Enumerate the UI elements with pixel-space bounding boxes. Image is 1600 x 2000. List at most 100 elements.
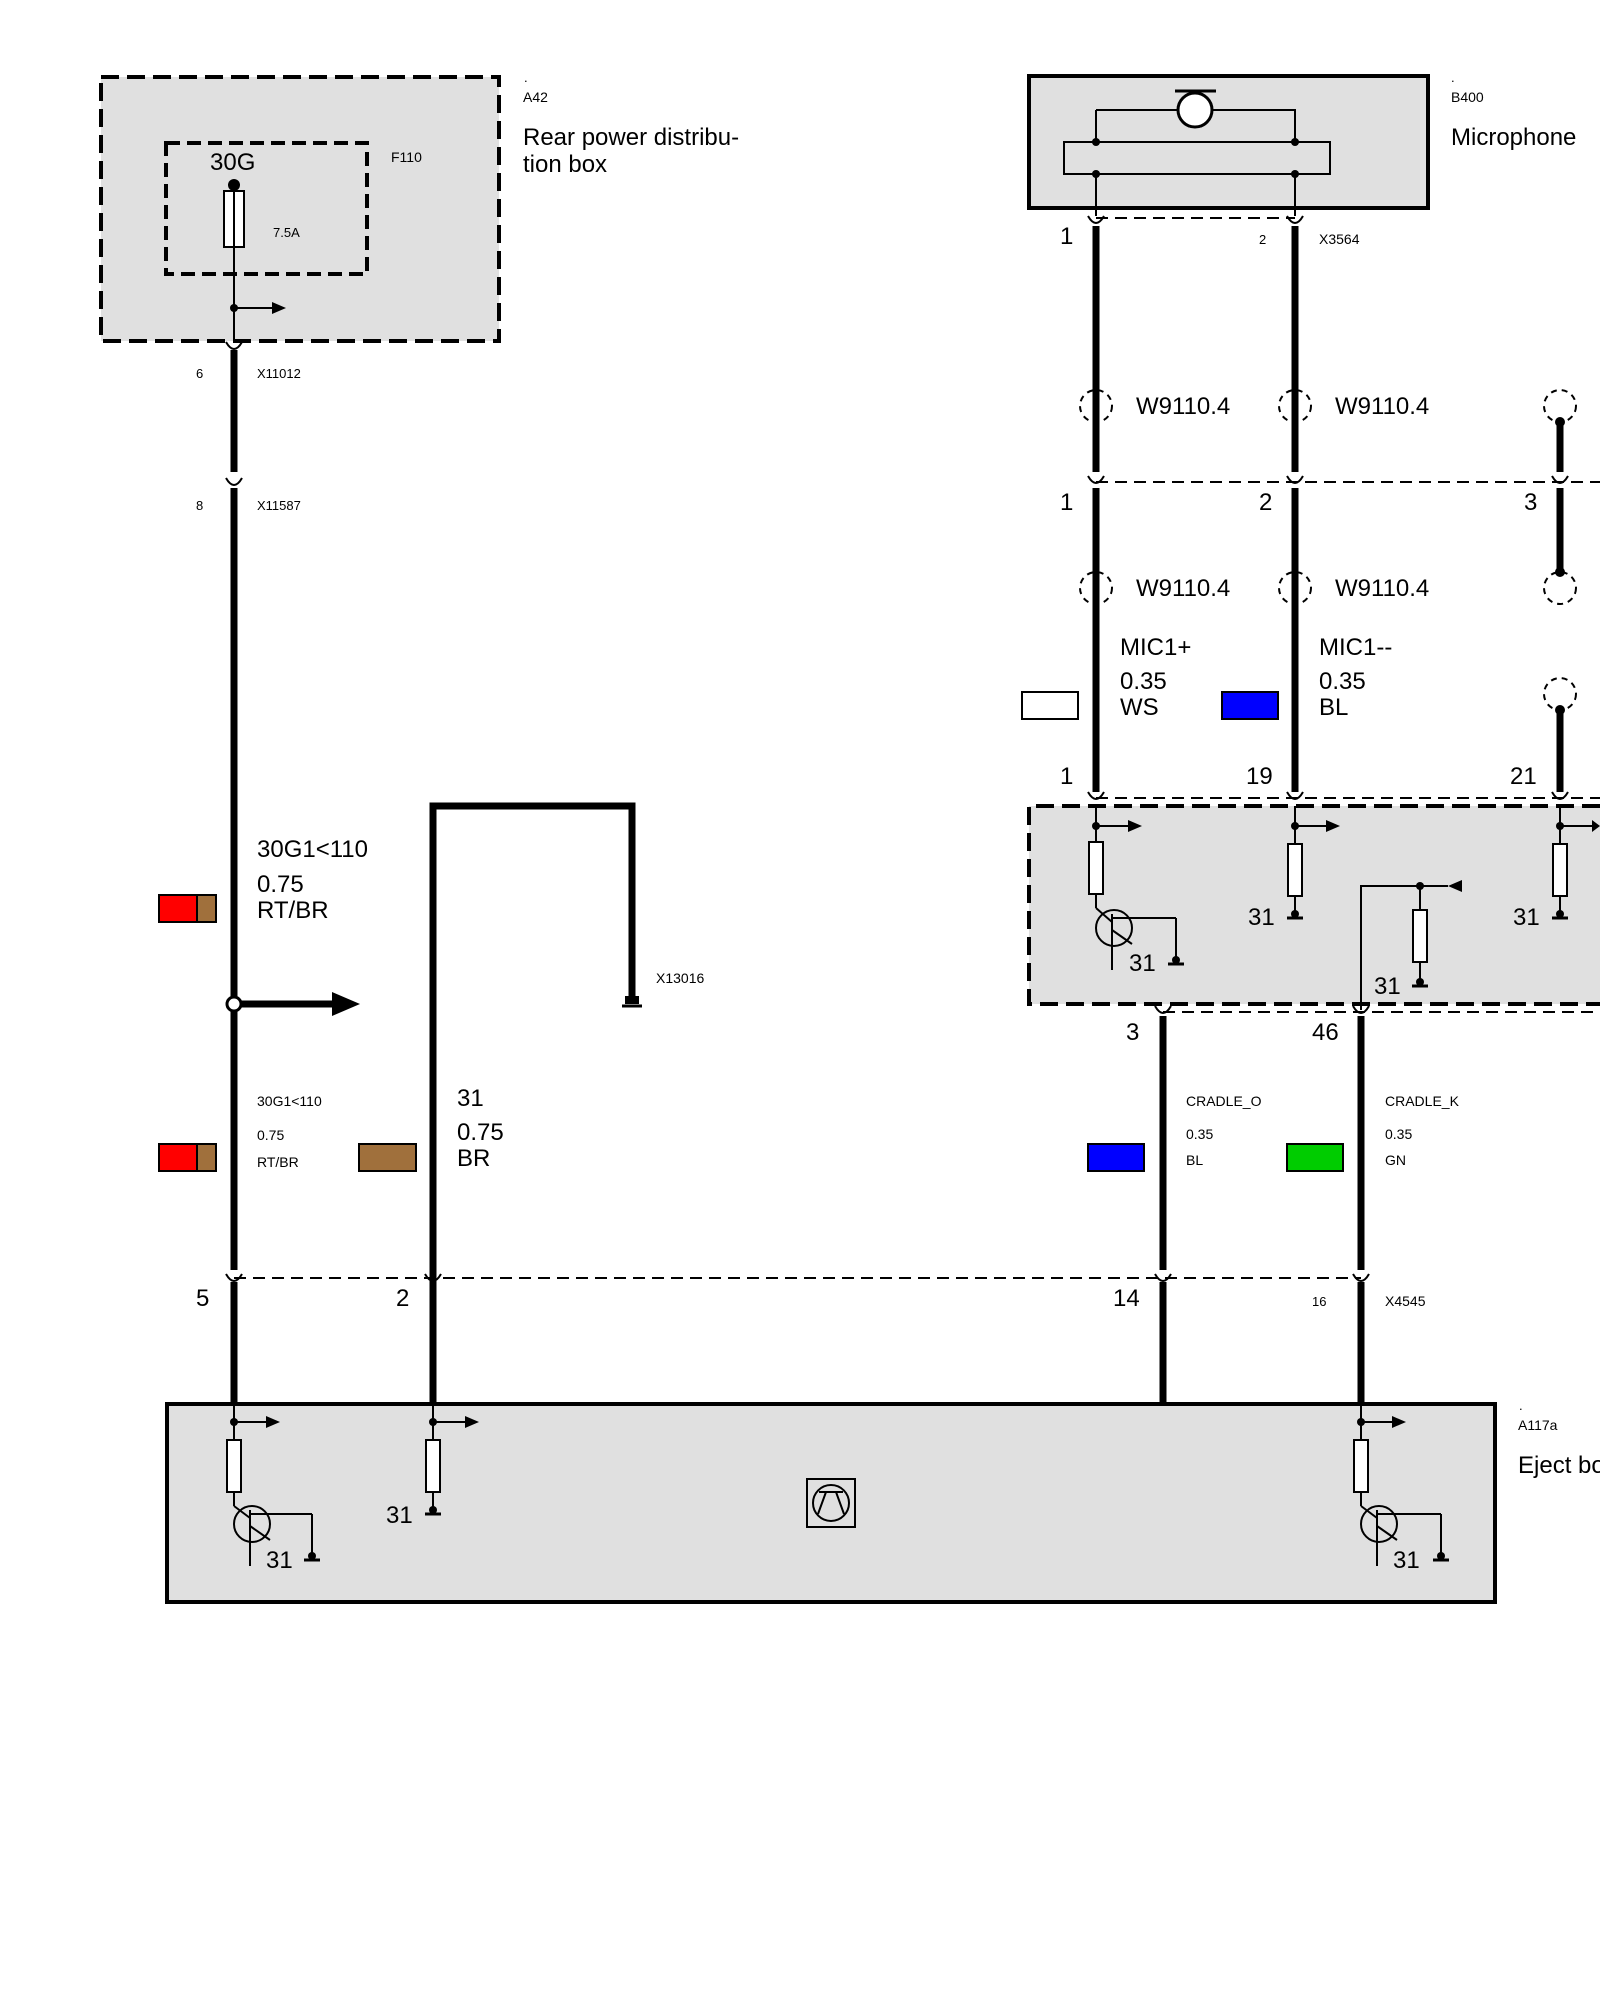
w30g-top-name: 30G1<110 (257, 836, 368, 863)
connector-fork-icon (1087, 791, 1105, 800)
arrow-icon (1392, 1416, 1406, 1428)
connector-fork-icon (1551, 475, 1569, 484)
cradle-k-name: CRADLE_K (1385, 1093, 1460, 1109)
shield-icon (1543, 571, 1577, 605)
x3564-id: X3564 (1319, 231, 1360, 247)
transistor-icon (233, 1505, 271, 1543)
b400-microphone: . B400 Microphone 1 2 X3564 (1027, 70, 1576, 250)
arrow-icon (465, 1416, 479, 1428)
module-top-pin-21: 21 (1510, 763, 1537, 790)
mid-pin-1: 1 (1060, 489, 1073, 516)
w30g-top-size: 0.75 (257, 871, 304, 898)
a42-dot: . (524, 70, 528, 85)
cradle-o-color: BL (1186, 1152, 1203, 1168)
shield-label-2: W9110.4 (1335, 393, 1429, 420)
connector-fork-icon (1551, 791, 1569, 800)
module-top-pin-1: 1 (1060, 763, 1073, 790)
mic-plus-color: WS (1120, 694, 1159, 721)
b400-code: B400 (1451, 89, 1484, 105)
w30g-bottom-name: 30G1<110 (257, 1093, 322, 1109)
a42-name-line1: Rear power distribu- (523, 124, 739, 151)
connector-fork-icon (1286, 215, 1304, 224)
ground-wire-color: BR (457, 1145, 490, 1172)
shield-icon (1543, 677, 1577, 711)
x11587-pin: 8 (196, 498, 203, 513)
shield-label-3: W9110.4 (1136, 575, 1230, 602)
resistor-icon (1353, 1439, 1369, 1493)
x4545-pin-5: 5 (196, 1285, 209, 1312)
shield-icon (1079, 571, 1113, 605)
connector-fork-icon (1154, 1005, 1172, 1014)
shield-icon (1543, 389, 1577, 423)
swatch-green (1286, 1143, 1344, 1172)
shield-icon (1278, 571, 1312, 605)
resistor-icon (1412, 909, 1428, 963)
mid-pin-2: 2 (1259, 489, 1272, 516)
wire-30g: 6 X11012 8 X11587 30G1<110 0.75 RT/BR 30… (158, 341, 368, 1402)
arrow-icon (1592, 820, 1600, 832)
ground-label-7: 31 (1393, 1547, 1420, 1574)
ground-wire-name: 31 (457, 1085, 484, 1112)
a42-code: A42 (523, 89, 548, 105)
resistor-icon (425, 1439, 441, 1493)
x3564-pin2: 2 (1259, 232, 1266, 247)
connector-fork-icon (1087, 475, 1105, 484)
swatch-blue (1221, 691, 1279, 720)
swatch-brown (358, 1143, 417, 1172)
x4545-connector: 5 2 14 16 X4545 (196, 1277, 1426, 1312)
swatch-white (1021, 691, 1079, 720)
x11012-pin: 6 (196, 366, 203, 381)
x4545-id: X4545 (1385, 1293, 1426, 1309)
x3564-pin1: 1 (1060, 223, 1073, 250)
ground-label-6: 31 (386, 1502, 413, 1529)
connector-fork-icon (1352, 1005, 1370, 1014)
wire-mic: 1 2 3 W9110.4 W9110.4 W9110.4 W9110.4 MI… (1021, 226, 1600, 800)
module-top-pin-19: 19 (1246, 763, 1273, 790)
resistor-icon (1287, 843, 1303, 897)
f110-terminal: 30G (210, 149, 255, 176)
control-module-partial: 31 31 31 31 3 46 (1027, 804, 1600, 1046)
module-symbol-icon (806, 1478, 856, 1528)
x4545-pin-16: 16 (1312, 1294, 1326, 1309)
swatch-red (158, 894, 198, 923)
x4545-pin-14: 14 (1113, 1285, 1140, 1312)
cradle-k-color: GN (1385, 1152, 1406, 1168)
resistor-icon (1552, 843, 1568, 897)
resistor-icon (226, 1439, 242, 1493)
ground-label-4: 31 (1374, 973, 1401, 1000)
ground-label-2: 31 (1248, 904, 1275, 931)
a117a-code: A117a (1518, 1417, 1558, 1433)
ground-connector-icon (625, 996, 639, 1004)
shield-icon (1079, 389, 1113, 423)
transistor-icon (1360, 1505, 1398, 1543)
connector-fork-icon (1352, 1273, 1370, 1282)
mic-minus-name: MIC1-- (1319, 634, 1392, 661)
connector-fork-icon (1286, 475, 1304, 484)
arrow-icon (272, 302, 286, 314)
x11587-id: X11587 (257, 498, 301, 513)
mic-plus-name: MIC1+ (1120, 634, 1191, 661)
microphone-icon (1176, 91, 1214, 129)
arrow-icon (332, 992, 360, 1016)
splice-dot (225, 995, 243, 1013)
arrow-icon (1128, 820, 1142, 832)
x11012-id: X11012 (257, 366, 301, 381)
mid-pin-3: 3 (1524, 489, 1537, 516)
w30g-bottom-color: RT/BR (257, 1154, 299, 1170)
x13016-id: X13016 (656, 970, 704, 986)
wire-ground-31: X13016 31 0.75 BR (358, 802, 704, 1402)
wire-cradle: CRADLE_O 0.35 BL CRADLE_K 0.35 GN (1087, 1016, 1460, 1406)
transistor-icon (1095, 909, 1133, 947)
connector-fork-icon (424, 1273, 442, 1282)
mic-minus-color: BL (1319, 694, 1348, 721)
arrow-icon (1326, 820, 1340, 832)
connector-fork-icon (1286, 791, 1304, 800)
w30g-bottom-size: 0.75 (257, 1127, 284, 1143)
cradle-k-size: 0.35 (1385, 1126, 1412, 1142)
swatch-blue (1087, 1143, 1145, 1172)
module-bottom-pin-46: 46 (1312, 1019, 1339, 1046)
a117a-eject-box: . A117a Eject bo 31 31 (165, 1398, 1600, 1604)
swatch-brown (196, 1143, 217, 1172)
cradle-o-size: 0.35 (1186, 1126, 1213, 1142)
